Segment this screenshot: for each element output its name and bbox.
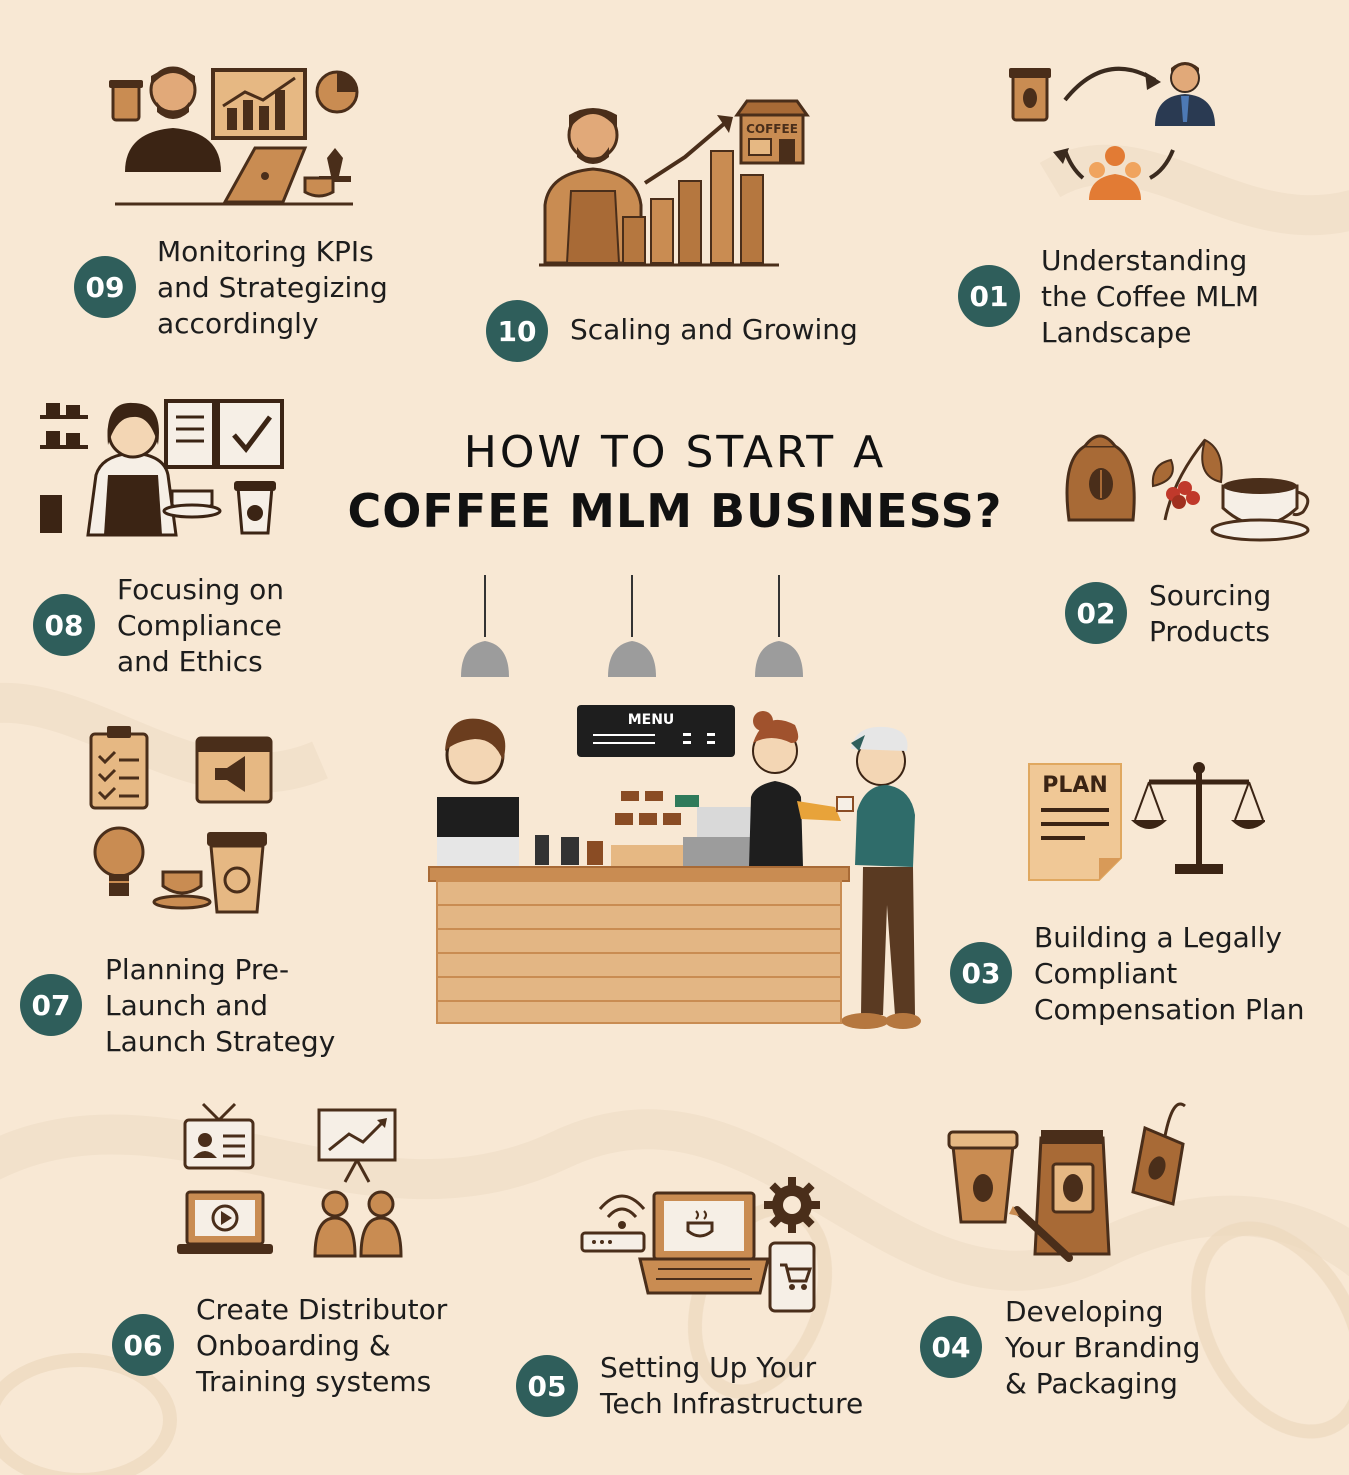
step-label-07: Planning Pre- Launch and Launch Strategy <box>105 952 335 1060</box>
step-03-line-3: Compensation Plan <box>1034 993 1305 1026</box>
checklist-icon <box>89 726 149 810</box>
step-08-line-2: Compliance <box>117 609 282 642</box>
step-04-line-2: Your Branding <box>1005 1331 1201 1364</box>
branding-tag-icon <box>1131 1102 1186 1206</box>
coffee-plant-icon <box>1065 434 1310 542</box>
analyst-icon <box>109 66 359 206</box>
coffee-bag-icon <box>1033 1130 1111 1256</box>
step-badge-06: 06 <box>112 1314 174 1376</box>
step-06-line-3: Training systems <box>196 1365 432 1398</box>
team-icon <box>313 1190 403 1258</box>
gear-icon <box>764 1177 820 1233</box>
pendant-lamp <box>755 641 803 677</box>
planning-icons <box>89 726 273 914</box>
pendant-lamp <box>608 641 656 677</box>
step-05-line-1: Setting Up Your <box>600 1351 817 1384</box>
onboarding-icons <box>177 1102 403 1258</box>
laptop-icon <box>638 1191 770 1295</box>
barista-icon <box>40 399 284 537</box>
scales-icon <box>1131 762 1265 874</box>
menu-board-label: MENU <box>628 712 675 728</box>
step-09-line-3: accordingly <box>157 307 319 340</box>
step-badge-02: 02 <box>1065 582 1127 644</box>
step-badge-04: 04 <box>920 1316 982 1378</box>
id-card-icon <box>183 1102 255 1170</box>
step-09-line-1: Monitoring KPIs <box>157 235 374 268</box>
step-08-line-3: and Ethics <box>117 645 263 678</box>
router-icon <box>580 1194 646 1253</box>
step-01-line-3: Landscape <box>1041 316 1192 349</box>
title-line-2: COFFEE MLM BUSINESS? <box>347 484 1003 538</box>
step-badge-09: 09 <box>74 256 136 318</box>
plan-scales-icon: PLAN <box>1028 762 1265 881</box>
step-badge-07: 07 <box>20 974 82 1036</box>
step-badge-03: 03 <box>950 942 1012 1004</box>
presentation-icon <box>317 1108 397 1183</box>
calendar-megaphone-icon <box>195 736 273 804</box>
step-label-05: Setting Up Your Tech Infrastructure <box>600 1350 863 1422</box>
step-badge-08: 08 <box>33 594 95 656</box>
step-09-line-2: and Strategizing <box>157 271 388 304</box>
step-04-line-3: & Packaging <box>1005 1367 1178 1400</box>
step-label-01: Understanding the Coffee MLM Landscape <box>1041 243 1259 351</box>
step-07-line-1: Planning Pre- <box>105 953 290 986</box>
step-07-line-2: Launch and <box>105 989 268 1022</box>
step-label-04: Developing Your Branding & Packaging <box>1005 1294 1200 1402</box>
video-laptop-icon <box>177 1190 273 1254</box>
step-06-line-1: Create Distributor <box>196 1293 448 1326</box>
step-label-10: Scaling and Growing <box>570 312 858 348</box>
tech-icons <box>580 1177 820 1313</box>
step-06-line-2: Onboarding & <box>196 1329 391 1362</box>
phone-cart-icon <box>768 1241 816 1313</box>
step-02-line-2: Products <box>1149 615 1270 648</box>
step-03-line-1: Building a Legally <box>1034 921 1282 954</box>
step-05-line-2: Tech Infrastructure <box>600 1387 864 1420</box>
step-label-09: Monitoring KPIs and Strategizing accordi… <box>157 234 388 342</box>
plan-label: PLAN <box>1042 773 1108 798</box>
step-08-line-1: Focusing on <box>117 573 285 606</box>
step-label-02: Sourcing Products <box>1149 578 1271 650</box>
step-07-line-3: Launch Strategy <box>105 1025 336 1058</box>
step-01-line-2: the Coffee MLM <box>1041 280 1260 313</box>
coffee-shop-sign: COFFEE <box>746 122 798 136</box>
lightbulb-icon <box>93 826 145 896</box>
step-badge-05: 05 <box>516 1355 578 1417</box>
coffee-cup-icon <box>947 1130 1019 1224</box>
step-label-08: Focusing on Compliance and Ethics <box>117 572 284 680</box>
step-02-line-1: Sourcing <box>1149 579 1272 612</box>
coffee-counter-scene: MENU <box>428 575 921 1029</box>
pendant-lamp <box>461 641 509 677</box>
plan-document-icon: PLAN <box>1028 763 1122 881</box>
step-03-line-2: Compliant <box>1034 957 1178 990</box>
step-label-03: Building a Legally Compliant Compensatio… <box>1034 920 1305 1028</box>
branding-icons <box>947 1102 1186 1262</box>
step-badge-01: 01 <box>958 265 1020 327</box>
growth-chart-icon: COFFEE <box>539 99 810 267</box>
step-01-line-1: Understanding <box>1041 244 1248 277</box>
people-cycle-icon <box>1009 62 1215 200</box>
step-04-line-1: Developing <box>1005 1295 1164 1328</box>
title-line-1: HOW TO START A <box>463 427 887 478</box>
step-10-line-1: Scaling and Growing <box>570 313 858 346</box>
step-badge-10: 10 <box>486 300 548 362</box>
step-label-06: Create Distributor Onboarding & Training… <box>196 1292 447 1400</box>
page-title: HOW TO START A COFFEE MLM BUSINESS? <box>330 425 1020 541</box>
